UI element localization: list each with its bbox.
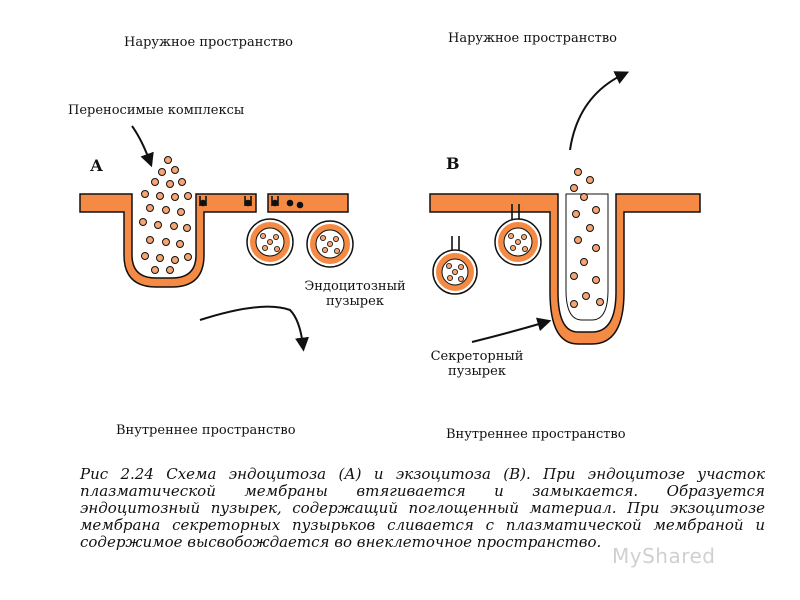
endocytosis-exocytosis-diagram: [79, 71, 701, 352]
label-inner-left: Внутреннее пространство: [116, 423, 296, 438]
caption-line: содержимое высвобождается во внеклеточно…: [80, 533, 602, 551]
label-inner-right: Внутреннее пространство: [446, 427, 626, 442]
arrow-outward-right: [569, 71, 630, 151]
secretory-vesicle-1: [432, 249, 478, 295]
watermark-logo: MyShared: [612, 544, 716, 568]
endocytic-vesicle-1: [246, 218, 294, 266]
endocytic-vesicle-2: [306, 220, 354, 268]
label-secretory-vesicle: Секреторный пузырек: [418, 349, 536, 380]
label-outer-right: Наружное пространство: [448, 31, 617, 46]
label-endocytic-line-1: Эндоцитозный: [304, 279, 406, 294]
secretory-vesicle-2: [494, 218, 542, 266]
panel-label-b: В: [446, 154, 460, 173]
arrow-secretory-vesicle: [471, 317, 552, 343]
caption-line: мембрана секреторных пузырьков сливается…: [80, 516, 765, 534]
label-endocytic-vesicle: Эндоцитозный пузырек: [296, 279, 414, 310]
label-secretory-line-1: Секреторный: [430, 349, 524, 364]
label-endocytic-line-2: пузырек: [326, 293, 384, 309]
arrow-inward-left: [199, 305, 309, 352]
caption-line: плазматической мембраны втягивается и за…: [80, 482, 765, 500]
panel-label-a: А: [90, 156, 104, 175]
caption-line: эндоцитозный пузырек, содержащий поглоще…: [80, 499, 765, 517]
receptor-marks-left: [199, 196, 304, 209]
label-outer-left: Наружное пространство: [124, 35, 293, 50]
membrane-left: [79, 193, 257, 288]
figure-caption: Рис 2.24 Схема эндоцитоза (А) и экзоцито…: [80, 466, 765, 551]
membrane-left-right-part: [267, 193, 349, 213]
released-contents-right: [570, 168, 604, 308]
caption-line: Рис 2.24 Схема эндоцитоза (А) и экзоцито…: [80, 465, 765, 483]
arrow-complexes: [131, 125, 154, 168]
membrane-right-inner-pocket: [565, 193, 609, 321]
label-complexes: Переносимые комплексы: [68, 103, 245, 118]
membrane-right: [429, 193, 701, 345]
transported-complexes-left: [139, 156, 192, 274]
label-secretory-line-2: пузырек: [448, 363, 506, 379]
